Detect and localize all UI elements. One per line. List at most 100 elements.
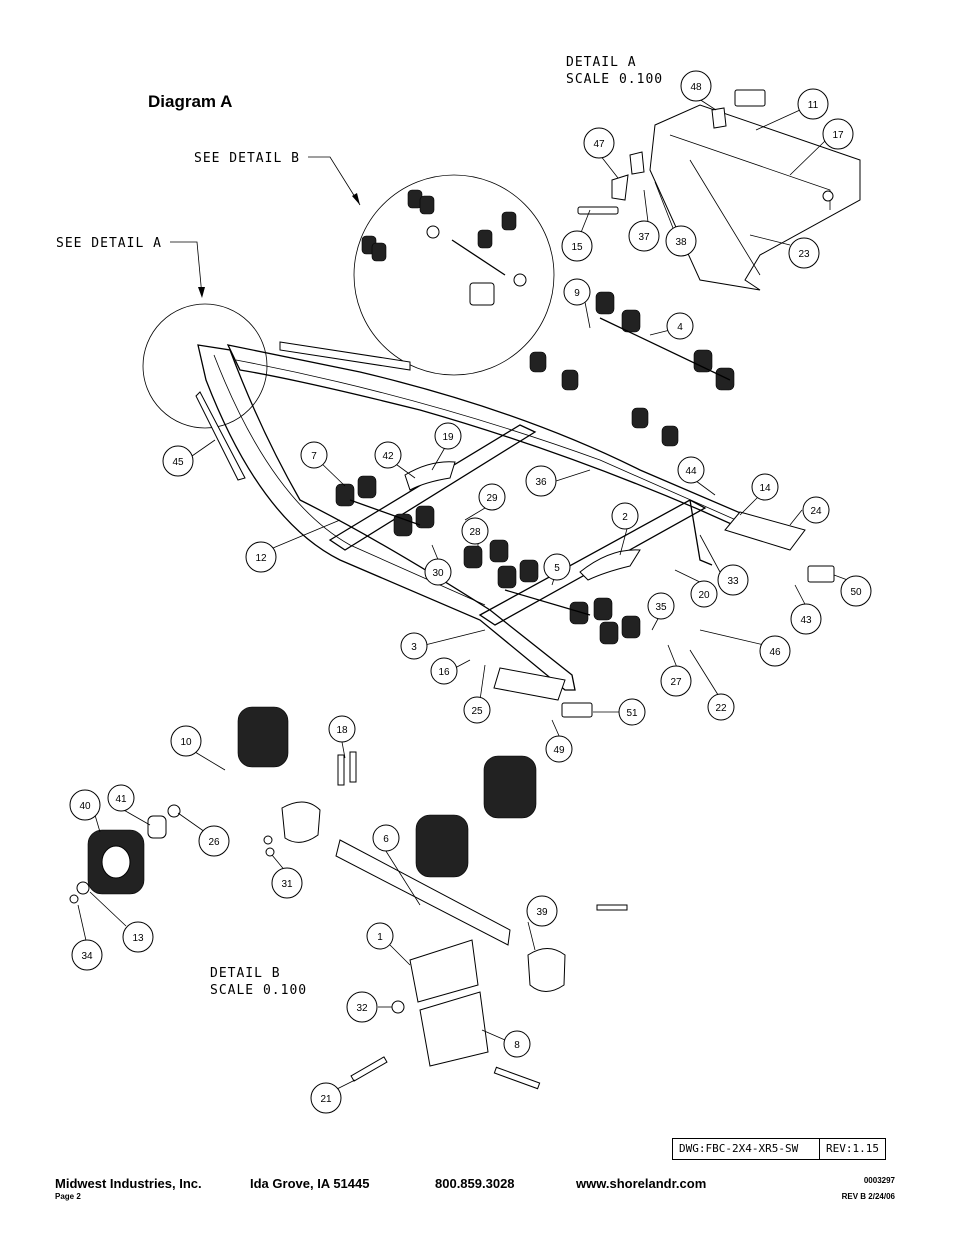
balloon-14: 14 xyxy=(751,473,779,501)
balloon-39: 39 xyxy=(526,895,558,927)
svg-text:42: 42 xyxy=(382,451,394,462)
detail-b-contents xyxy=(361,189,527,306)
detail-b-callout-circle xyxy=(353,174,555,376)
svg-text:43: 43 xyxy=(800,615,812,626)
balloon-51: 51 xyxy=(618,698,646,726)
bunk-board-top xyxy=(279,341,411,371)
balloon-31: 31 xyxy=(271,867,303,899)
shaft-6 xyxy=(335,839,511,946)
svg-text:5: 5 xyxy=(554,563,560,574)
svg-text:23: 23 xyxy=(798,249,810,260)
washer-13 xyxy=(76,881,90,895)
svg-text:38: 38 xyxy=(675,237,687,248)
svg-text:4: 4 xyxy=(677,322,683,333)
svg-text:36: 36 xyxy=(535,477,547,488)
bunk-pad-42 xyxy=(404,461,456,491)
roller-10 xyxy=(237,706,289,768)
balloon-12: 12 xyxy=(245,541,277,573)
svg-text:3: 3 xyxy=(411,642,417,653)
see-detail-b-label: SEE DETAIL B xyxy=(194,151,300,166)
tail-light-51 xyxy=(561,702,593,718)
balloon-38: 38 xyxy=(665,225,697,257)
balloon-18: 18 xyxy=(328,715,356,743)
page-footer: Midwest Industries, Inc. Ida Grove, IA 5… xyxy=(55,1176,895,1204)
svg-text:37: 37 xyxy=(638,232,650,243)
svg-text:22: 22 xyxy=(715,703,727,714)
svg-text:31: 31 xyxy=(281,879,293,890)
balloon-6: 6 xyxy=(372,824,400,852)
roller-cluster-5 xyxy=(463,539,641,645)
balloon-25: 25 xyxy=(463,696,491,724)
balloon-3: 3 xyxy=(400,632,428,660)
see-detail-a-leader xyxy=(170,241,205,298)
svg-text:2: 2 xyxy=(622,512,628,523)
svg-text:17: 17 xyxy=(832,130,844,141)
detail-a-hitch-assembly xyxy=(577,89,861,291)
svg-text:24: 24 xyxy=(810,506,822,517)
balloon-35: 35 xyxy=(647,592,675,620)
balloon-36: 36 xyxy=(525,465,557,497)
see-detail-b-leader xyxy=(308,156,361,206)
svg-text:9: 9 xyxy=(574,288,580,299)
balloon-27: 27 xyxy=(660,665,692,697)
balloon-43: 43 xyxy=(790,603,822,635)
pin-18b xyxy=(349,751,357,783)
svg-text:30: 30 xyxy=(432,568,444,579)
balloon-47: 47 xyxy=(583,127,615,159)
svg-text:20: 20 xyxy=(698,590,710,601)
roller-pair-right xyxy=(483,755,537,819)
svg-text:49: 49 xyxy=(553,745,565,756)
pin-18a xyxy=(337,754,345,786)
nut-34 xyxy=(69,894,79,904)
balloon-32: 32 xyxy=(346,991,378,1023)
balloon-41: 41 xyxy=(107,784,135,812)
footer-rev-date: REV B 2/24/06 xyxy=(841,1192,895,1201)
spacer-39 xyxy=(527,948,566,992)
balloon-24: 24 xyxy=(802,496,830,524)
balloon-28: 28 xyxy=(461,517,489,545)
detail-a-label: DETAIL A xyxy=(566,55,637,70)
svg-text:41: 41 xyxy=(115,794,127,805)
detail-b-scale: SCALE 0.100 xyxy=(210,983,307,998)
balloon-16: 16 xyxy=(430,657,458,685)
svg-text:12: 12 xyxy=(255,553,267,564)
balloon-50: 50 xyxy=(840,575,872,607)
see-detail-a-label: SEE DETAIL A xyxy=(56,236,162,251)
footer-page-number: Page 2 xyxy=(55,1192,81,1201)
footer-company: Midwest Industries, Inc. xyxy=(55,1176,202,1191)
decal-48 xyxy=(711,107,727,129)
washer-26 xyxy=(167,804,181,818)
svg-text:35: 35 xyxy=(655,602,667,613)
drawing-title-block: DWG:FBC-2X4-XR5-SW REV:1.15 xyxy=(672,1138,886,1160)
svg-text:7: 7 xyxy=(311,451,317,462)
balloon-19: 19 xyxy=(434,422,462,450)
balloon-48: 48 xyxy=(680,70,712,102)
svg-text:26: 26 xyxy=(208,837,220,848)
svg-text:19: 19 xyxy=(442,432,454,443)
nut-23 xyxy=(822,190,834,202)
detail-b-label: DETAIL B xyxy=(210,966,281,981)
nut-31a xyxy=(263,835,273,845)
svg-text:51: 51 xyxy=(626,708,638,719)
balloon-21: 21 xyxy=(310,1082,342,1114)
svg-text:44: 44 xyxy=(685,466,697,477)
balloon-15: 15 xyxy=(561,230,593,262)
balloon-20: 20 xyxy=(690,580,718,608)
balloon-33: 33 xyxy=(717,564,749,596)
drawing-number: DWG:FBC-2X4-XR5-SW xyxy=(673,1139,821,1159)
svg-text:25: 25 xyxy=(471,706,483,717)
svg-text:50: 50 xyxy=(850,587,862,598)
balloon-7: 7 xyxy=(300,441,328,469)
balloon-5: 5 xyxy=(543,553,571,581)
reflector-strip-45 xyxy=(195,391,246,481)
svg-text:21: 21 xyxy=(320,1094,332,1105)
footer-doc-number: 0003297 xyxy=(863,1176,895,1185)
svg-text:16: 16 xyxy=(438,667,450,678)
svg-text:45: 45 xyxy=(172,457,184,468)
balloon-40: 40 xyxy=(69,789,101,821)
pin-part xyxy=(596,904,628,911)
bunk-pad-2 xyxy=(579,549,641,581)
balloon-4: 4 xyxy=(666,312,694,340)
